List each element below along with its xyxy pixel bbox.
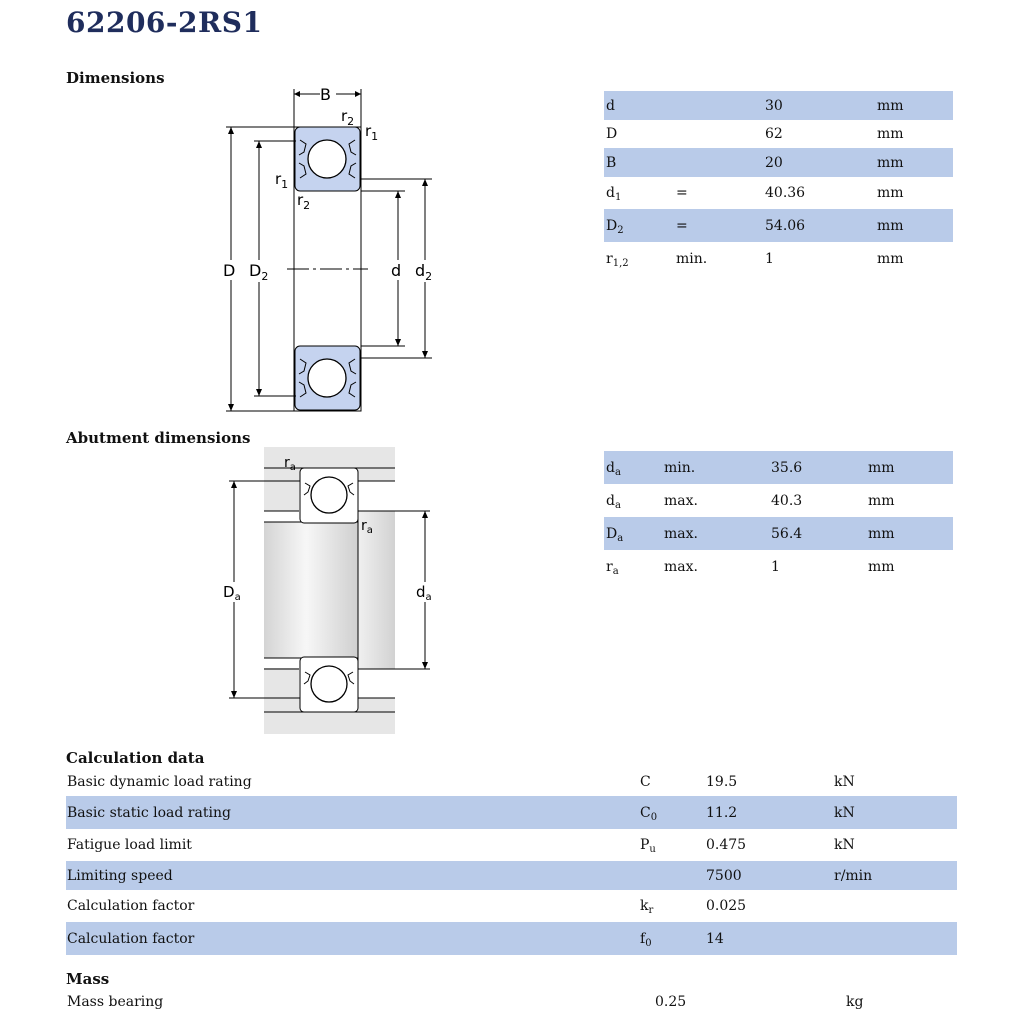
abutment-row: ra max. 1 mm xyxy=(604,550,953,583)
abutment-value: 56.4 xyxy=(771,525,803,542)
abutment-qualifier: max. xyxy=(664,525,698,542)
abutment-unit: mm xyxy=(868,459,895,476)
mass-value: 0.25 xyxy=(655,994,687,1010)
mass-label: Mass bearing xyxy=(67,994,164,1010)
calculation-row: Limiting speed 7500 r/min xyxy=(66,861,957,890)
dimension-symbol: d1 xyxy=(606,185,622,203)
abutment-row: da min. 35.6 mm xyxy=(604,451,953,484)
label-D2: D2 xyxy=(249,261,268,283)
calculation-value: 0.025 xyxy=(706,898,747,914)
abutment-unit: mm xyxy=(868,558,895,575)
dimension-qualifier: = xyxy=(676,185,688,201)
dimension-qualifier: = xyxy=(676,217,688,234)
dimension-row: d 30 mm xyxy=(604,91,953,120)
calculation-label: Fatigue load limit xyxy=(67,837,192,853)
dimension-row: B 20 mm xyxy=(604,148,953,177)
abutment-unit: mm xyxy=(868,492,895,509)
calculation-symbol: Pu xyxy=(640,837,656,855)
dimension-value: 62 xyxy=(765,126,783,142)
dimension-row: D 62 mm xyxy=(604,120,953,148)
dimension-row: r1,2 min. 1 mm xyxy=(604,242,953,275)
dimensions-heading: Dimensions xyxy=(66,69,165,87)
dimension-symbol: r1,2 xyxy=(606,250,629,269)
dimension-unit: mm xyxy=(877,185,904,201)
label-d: d xyxy=(391,261,401,280)
abutment-row: Da max. 56.4 mm xyxy=(604,517,953,550)
dimension-symbol: d xyxy=(606,97,615,114)
calculation-label: Basic static load rating xyxy=(67,804,231,821)
mass-unit: kg xyxy=(846,994,864,1010)
label-ra-top: ra xyxy=(284,455,296,473)
abutment-value: 40.3 xyxy=(771,492,803,509)
calculation-symbol: C xyxy=(640,773,651,790)
calculation-value: 11.2 xyxy=(706,804,738,821)
calculation-row: Calculation factor f0 14 xyxy=(66,922,957,955)
calculation-value: 0.475 xyxy=(706,837,747,853)
dimension-row: d1 = 40.36 mm xyxy=(604,177,953,209)
abutment-symbol: ra xyxy=(606,558,619,577)
abutment-symbol: Da xyxy=(606,525,624,544)
calculation-value: 14 xyxy=(706,930,724,947)
label-r1-right: r1 xyxy=(365,122,378,143)
calculation-unit: kN xyxy=(834,804,855,821)
dimension-value: 40.36 xyxy=(765,185,806,201)
dimension-symbol: B xyxy=(606,154,617,171)
label-D: D xyxy=(223,261,235,280)
calculation-symbol: kr xyxy=(640,898,654,916)
mass-row: Mass bearing 0.25 kg xyxy=(66,988,957,1016)
calculation-symbol: C0 xyxy=(640,804,658,823)
abutment-value: 35.6 xyxy=(771,459,803,476)
mass-heading: Mass xyxy=(66,970,110,988)
calculation-row: Basic dynamic load rating C 19.5 kN xyxy=(66,767,957,796)
calculation-unit: r/min xyxy=(834,867,873,884)
page-title: 62206-2RS1 xyxy=(66,6,263,39)
label-ra-right: ra xyxy=(361,518,373,536)
abutment-heading: Abutment dimensions xyxy=(66,429,251,447)
dimension-value: 30 xyxy=(765,97,783,114)
abutment-unit: mm xyxy=(868,525,895,542)
calculation-label: Basic dynamic load rating xyxy=(67,773,252,790)
abutment-qualifier: min. xyxy=(664,459,696,476)
calculation-row: Calculation factor kr 0.025 xyxy=(66,890,957,922)
dimension-symbol: D2 xyxy=(606,217,624,236)
dimension-row: D2 = 54.06 mm xyxy=(604,209,953,242)
dimension-value: 20 xyxy=(765,154,783,171)
dimension-value: 1 xyxy=(765,250,774,267)
calculation-value: 19.5 xyxy=(706,773,738,790)
dimension-unit: mm xyxy=(877,217,904,234)
calculation-label: Calculation factor xyxy=(67,898,195,914)
label-r1-left: r1 xyxy=(275,170,288,191)
dimension-unit: mm xyxy=(877,97,904,114)
label-Da: Da xyxy=(223,583,241,603)
dimension-unit: mm xyxy=(877,126,904,142)
calculation-row: Fatigue load limit Pu 0.475 kN xyxy=(66,829,957,861)
abutment-qualifier: max. xyxy=(664,492,698,509)
label-B: B xyxy=(320,85,331,104)
calculation-row: Basic static load rating C0 11.2 kN xyxy=(66,796,957,829)
label-r2-top: r2 xyxy=(341,107,354,128)
dimension-unit: mm xyxy=(877,250,904,267)
calculation-unit: kN xyxy=(834,773,855,790)
calculation-value: 7500 xyxy=(706,867,742,884)
label-da: da xyxy=(416,583,432,603)
calculation-heading: Calculation data xyxy=(66,749,205,767)
abutment-symbol: da xyxy=(606,492,621,511)
abutment-qualifier: max. xyxy=(664,558,698,575)
dimension-value: 54.06 xyxy=(765,217,806,234)
calculation-unit: kN xyxy=(834,837,855,853)
abutment-row: da max. 40.3 mm xyxy=(604,484,953,517)
dimension-qualifier: min. xyxy=(676,250,708,267)
dimension-symbol: D xyxy=(606,126,618,142)
dimension-unit: mm xyxy=(877,154,904,171)
label-r2-left: r2 xyxy=(297,191,310,212)
label-d2: d2 xyxy=(415,261,432,283)
calculation-label: Calculation factor xyxy=(67,930,195,947)
calculation-label: Limiting speed xyxy=(67,867,173,884)
abutment-symbol: da xyxy=(606,459,621,478)
abutment-value: 1 xyxy=(771,558,780,575)
calculation-symbol: f0 xyxy=(640,930,652,949)
